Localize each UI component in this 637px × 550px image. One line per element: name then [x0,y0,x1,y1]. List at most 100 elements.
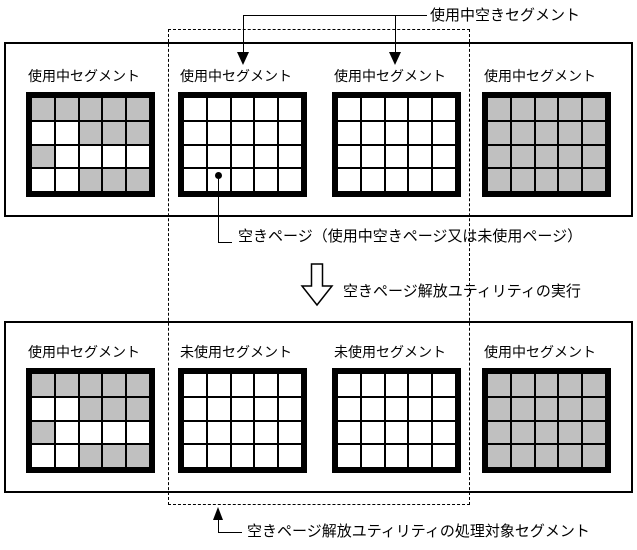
used-page-cell [103,98,126,120]
free-page-cell [338,397,360,420]
used-page-cell [583,374,605,396]
used-page-cell [559,121,582,144]
free-page-cell [231,445,254,467]
used-page-cell [488,145,510,168]
used-page-cell [103,374,126,396]
used-page-cell [559,98,582,120]
free-page-cell [279,397,301,420]
free-page-cell [55,121,78,144]
segment-grid [26,92,155,197]
used-page-cell [535,98,558,120]
free-page-cell [385,169,408,191]
used-page-cell [511,421,534,444]
free-page-cell [409,145,432,168]
used-page-cell [488,421,510,444]
free-page-cell [409,121,432,144]
free-page-cell [279,98,301,120]
used-page-cell [79,169,102,191]
free-page-cell [361,374,384,396]
used-page-cell [488,121,510,144]
free-page-cell [55,397,78,420]
segment-grid [178,368,307,473]
segment-label: 使用中セグメント [334,68,446,84]
free-page-cell [231,121,254,144]
used-page-cell [535,169,558,191]
free-page-cell [433,121,455,144]
used-page-cell [79,98,102,120]
free-page-cell [184,421,206,444]
free-page-cell [184,169,206,191]
free-page-cell [279,169,301,191]
used-page-cell [559,374,582,396]
free-page-callout-line-vertical [218,179,219,242]
bottom-callout-line-horizontal [218,532,242,533]
used-page-cell [535,121,558,144]
in-use-free-segment-label: 使用中空きセグメント [430,7,581,24]
free-page-cell [207,397,230,420]
segment-label: 使用中セグメント [484,68,596,84]
used-page-cell [583,445,605,467]
used-page-cell [559,421,582,444]
free-page-cell [255,98,278,120]
free-page-cell [231,374,254,396]
free-page-cell [433,169,455,191]
used-page-cell [583,169,605,191]
free-page-cell [433,374,455,396]
free-page-cell [32,445,54,467]
bottom-callout-line-vertical [218,519,219,533]
free-page-cell [207,374,230,396]
free-page-cell [279,445,301,467]
free-page-cell [279,145,301,168]
segment-grid [26,368,155,473]
free-page-cell [207,445,230,467]
segment-grid [332,92,461,197]
segment-grid [482,368,611,473]
free-page-cell [255,397,278,420]
used-page-cell [535,374,558,396]
free-page-cell [385,121,408,144]
free-page-cell [361,421,384,444]
free-page-cell [184,374,206,396]
segment-grid [482,92,611,197]
free-page-cell [55,445,78,467]
hollow-down-arrow-icon [300,263,334,307]
free-page-cell [433,421,455,444]
free-page-cell [255,374,278,396]
used-page-cell [559,169,582,191]
used-page-cell [535,445,558,467]
free-page-cell [127,421,149,444]
top-callout-drop-line-2 [395,15,396,55]
free-page-cell [207,121,230,144]
segment-label: 使用中セグメント [180,68,292,84]
used-page-cell [535,397,558,420]
used-page-cell [55,98,78,120]
free-page-cell [127,145,149,168]
used-page-cell [488,98,510,120]
used-page-cell [511,374,534,396]
used-page-cell [127,121,149,144]
free-page-cell [184,397,206,420]
free-page-cell [409,374,432,396]
used-page-cell [127,374,149,396]
free-page-cell [255,121,278,144]
used-page-cell [535,145,558,168]
memory-state-before-box [4,42,633,217]
used-page-cell [103,445,126,467]
used-page-cell [511,397,534,420]
free-page-cell [184,445,206,467]
free-page-cell [184,98,206,120]
free-page-cell [207,145,230,168]
used-page-cell [127,445,149,467]
free-page-cell [279,121,301,144]
free-page-cell [409,445,432,467]
used-page-cell [32,98,54,120]
segment-label: 未使用セグメント [334,344,446,360]
used-page-cell [559,145,582,168]
free-page-cell [184,145,206,168]
free-page-cell [79,145,102,168]
free-page-cell [32,121,54,144]
used-page-cell [511,169,534,191]
free-page-cell [385,374,408,396]
used-page-cell [79,445,102,467]
memory-state-after-box [4,321,633,493]
